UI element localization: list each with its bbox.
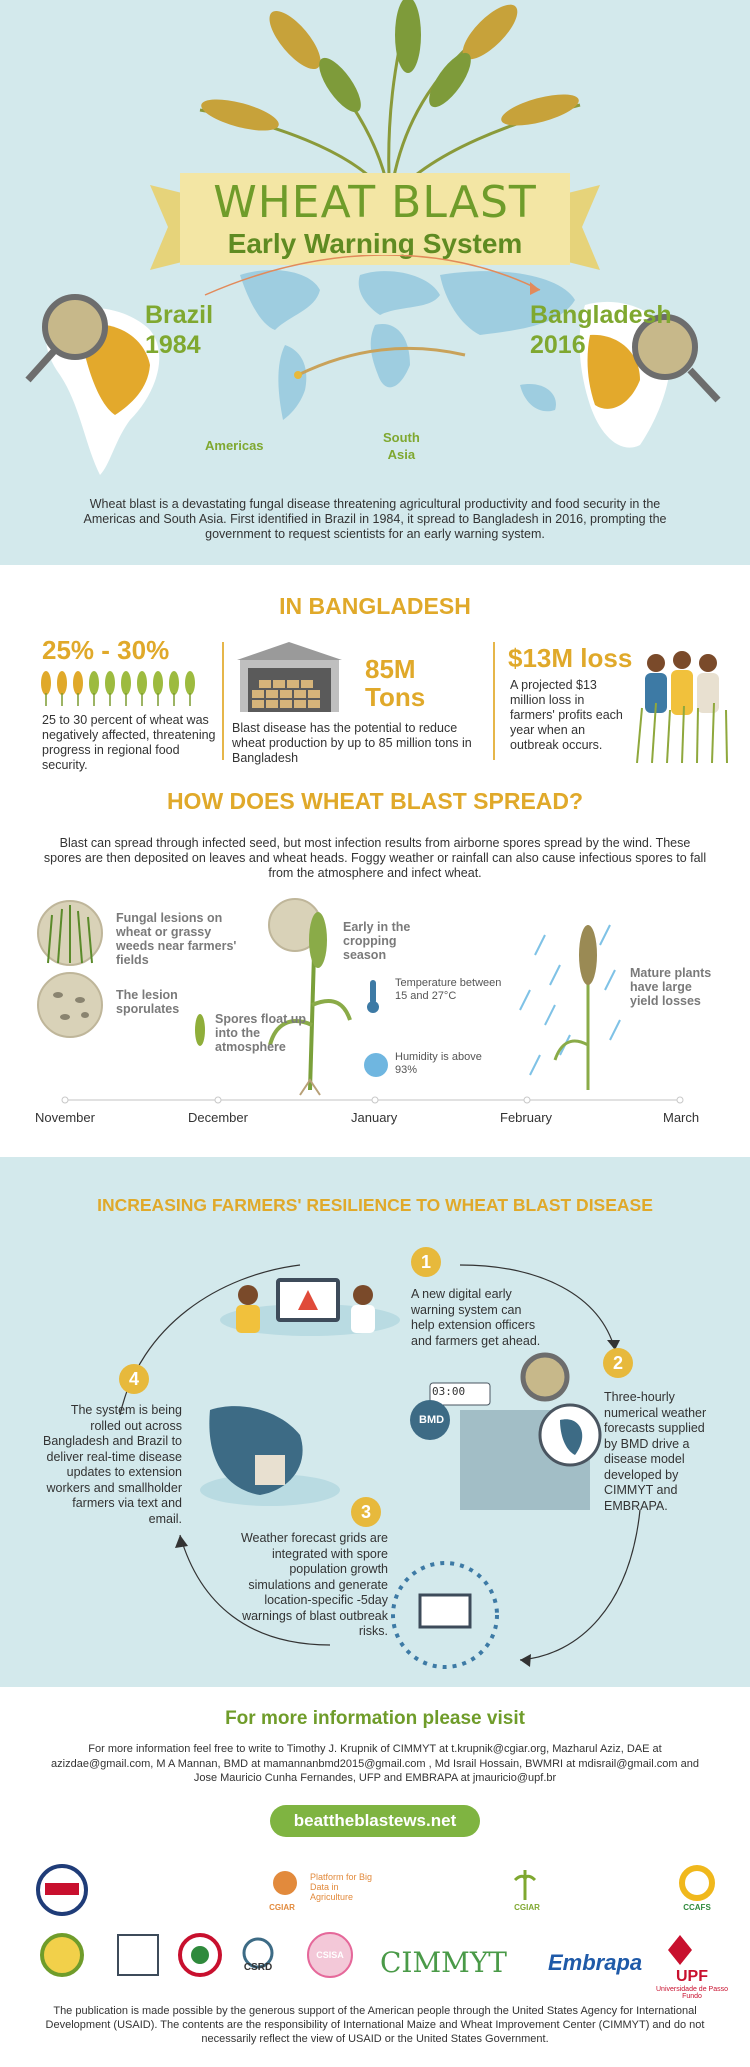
- step-number: 3: [351, 1497, 381, 1527]
- origin-label: Brazil 1984: [145, 301, 214, 359]
- stat-value-percent: 25% - 30%: [42, 635, 170, 665]
- logo-cgiar: CGIAR: [514, 1903, 540, 1912]
- label-temperature: Temperature between 15 and 27°C: [395, 977, 502, 1002]
- usaid-logo-icon: [36, 1864, 88, 1916]
- step-number: 4: [119, 1364, 149, 1394]
- month-label: November: [35, 1110, 95, 1125]
- logo-big-data: Platform for Big Data in Agriculture: [310, 1872, 373, 1902]
- label-early-season: Early in the cropping season: [343, 920, 411, 962]
- divider: [493, 642, 495, 760]
- step-number: 2: [603, 1348, 633, 1378]
- logo-cimmyt: CIMMYT: [380, 1946, 507, 1979]
- logo-upf-sub: Universidade de Passo Fundo: [656, 1986, 728, 2000]
- logo-cgiar-small: CGIAR: [269, 1903, 295, 1912]
- step-text: Three-hourly numerical weather forecasts…: [604, 1390, 707, 1513]
- section-heading-bangladesh: IN BANGLADESH: [279, 593, 471, 619]
- label-mature: Mature plants have large yield losses: [630, 966, 712, 1008]
- wheat-icon-row: [41, 671, 195, 706]
- page-title: WHEAT BLAST: [213, 177, 537, 228]
- stat-value-loss: $13M loss: [508, 643, 633, 673]
- upf-logo-icon: [668, 1935, 692, 1965]
- website-link-button[interactable]: beattheblastews.net: [270, 1805, 480, 1837]
- region-americas: Americas: [205, 438, 264, 453]
- stat-text-percent: 25 to 30 percent of wheat was negatively…: [42, 713, 216, 772]
- resilience-section: [0, 1157, 750, 1687]
- logo-embrapa: Embrapa: [548, 1950, 643, 1975]
- destination-label: Bangladesh 2016: [530, 301, 672, 359]
- logo-strip: [36, 1864, 715, 1978]
- csisa-logo-icon: [307, 1932, 353, 1978]
- ccafs-logo-icon: [679, 1865, 715, 1901]
- logo-csisa: CSISA: [316, 1950, 344, 1960]
- big-data-logo-icon: [273, 1871, 297, 1895]
- bmd-label: BMD: [419, 1414, 445, 1426]
- logo-upf: UPF: [676, 1968, 708, 1985]
- label-lesions: Fungal lesions on wheat or grassy weeds …: [116, 911, 237, 967]
- step-number: 1: [411, 1247, 441, 1277]
- spread-timeline-illustration: [37, 898, 684, 1104]
- region-south-asia: South Asia: [383, 430, 420, 462]
- world-map: [25, 255, 721, 475]
- month-label: March: [663, 1110, 700, 1125]
- stat-value-tons: 85M Tons: [365, 654, 426, 712]
- intro-text: Wheat blast is a devastating fungal dise…: [83, 497, 667, 541]
- wheat-illustration: [199, 0, 581, 200]
- month-label: January: [351, 1110, 398, 1125]
- title-banner: WHEAT BLAST Early Warning System: [150, 165, 600, 270]
- divider: [222, 642, 224, 760]
- logo-csrd: CSRD: [243, 1962, 273, 1973]
- section-heading-resilience: INCREASING FARMERS' RESILIENCE TO WHEAT …: [97, 1195, 653, 1215]
- step-text: The system is being rolled out across Ba…: [43, 1403, 182, 1526]
- magnifier-icon: [25, 294, 721, 403]
- label-spores-float: Spores float up into the atmosphere: [215, 1012, 306, 1054]
- logo-ccafs: CCAFS: [683, 1903, 711, 1912]
- month-label: December: [188, 1110, 248, 1125]
- resilience-cycle-illustration: [119, 1264, 641, 1669]
- more-info-text: For more information feel free to write …: [51, 1743, 699, 1784]
- warehouse-icon: [237, 642, 342, 712]
- farmers-icon: [636, 651, 728, 763]
- step-text: A new digital early warning system can h…: [411, 1287, 541, 1348]
- disclaimer-text: The publication is made possible by the …: [45, 2005, 705, 2045]
- more-info-heading: For more information please visit: [225, 1708, 525, 1729]
- bmd-logo-icon: [117, 1934, 159, 1976]
- label-sporulates: The lesion sporulates: [116, 988, 180, 1016]
- section-heading-spread: HOW DOES WHEAT BLAST SPREAD?: [166, 788, 584, 814]
- dae-logo-icon: [40, 1933, 84, 1977]
- csrd-logo-icon: [242, 1937, 274, 1969]
- bwmri-logo-icon: [178, 1933, 222, 1977]
- stat-text-loss: A projected $13 million loss in farmers'…: [510, 678, 623, 752]
- spread-text: Blast can spread through infected seed, …: [43, 836, 707, 880]
- step-text: Weather forecast grids are integrated wi…: [240, 1531, 388, 1638]
- month-label: February: [500, 1110, 553, 1125]
- cgiar-logo-icon: [513, 1870, 537, 1900]
- stat-text-tons: Blast disease has the potential to reduc…: [232, 721, 472, 765]
- clock-readout: 03:00: [432, 1385, 466, 1398]
- label-humidity: Humidity is above 93%: [395, 1051, 482, 1076]
- page-subtitle: Early Warning System: [227, 228, 523, 259]
